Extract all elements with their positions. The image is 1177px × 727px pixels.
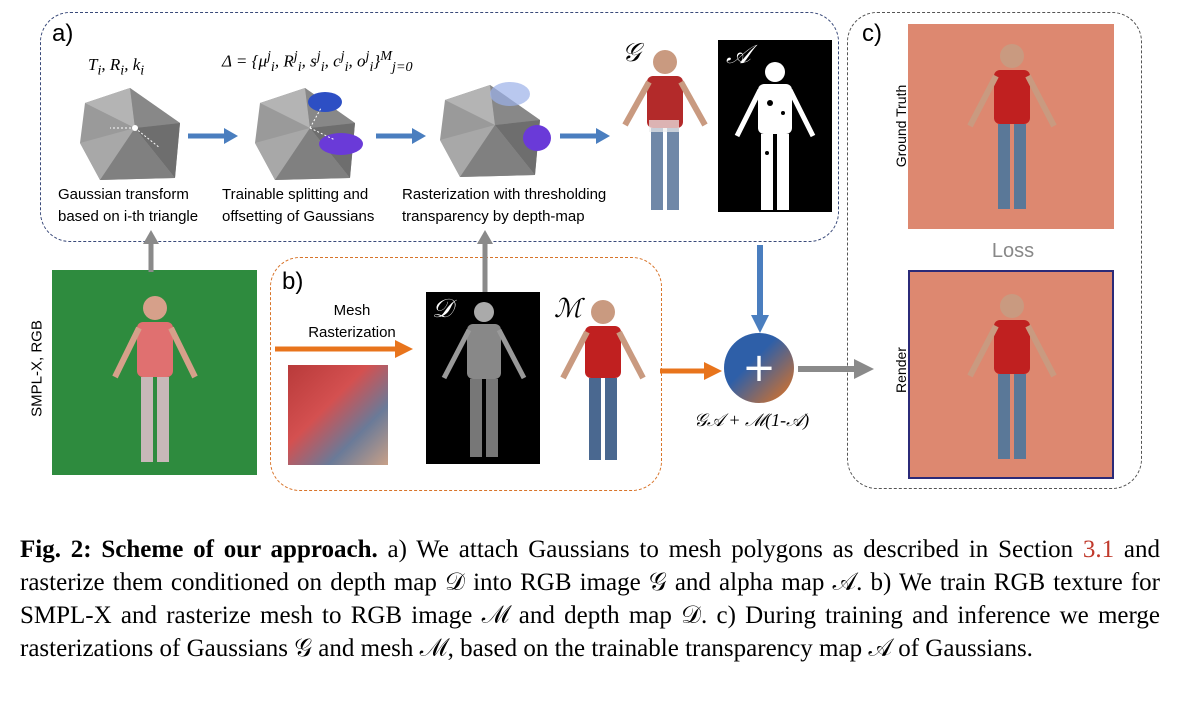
a-symbol: 𝒜 [726,40,751,69]
formula-delta: Δ = {μji, Rji, sji, cji, oji}Mj=0 [222,48,413,76]
arrow-step3-g [560,128,610,144]
texture-map-image [288,365,388,465]
mesh-triangle-illustration [80,88,180,180]
arrow-input-to-a [143,230,159,272]
mesh-render-image [560,300,646,460]
caption-title: Scheme of our approach. [101,536,378,563]
input-person [112,296,198,462]
panel-c-box [847,12,1142,489]
arrow-m-to-merge [660,362,722,380]
arrow-alpha-to-merge [751,245,769,333]
panel-a-label: a) [52,20,74,47]
loss-label: Loss [991,240,1035,262]
caption-text-2: and rasterize them conditioned on depth … [20,536,1160,662]
depth-silhouette [441,302,527,457]
render-label: Render [893,347,909,393]
formula-transform: Ti, Ri, ki [88,55,145,79]
render-person [967,294,1057,459]
g-symbol: 𝒢 [622,38,641,67]
panel-c-label: c) [862,20,882,47]
caption-section-link[interactable]: 3.1 [1082,536,1115,563]
merge-node [724,333,794,403]
arrow-depth-to-a [477,230,493,292]
alpha-map-silhouette [734,62,816,210]
mesh-rasterization-label: Mesh Rasterization [308,302,396,341]
d-symbol: 𝒟 [432,294,453,323]
arrow-merge-to-render [798,359,874,379]
figure-caption: Fig. 2: Scheme of our approach. a) We at… [20,533,1160,665]
rasterization-illustration [440,82,551,177]
panel-a-box [40,12,839,242]
step3-caption: Rasterization with thresholding transpar… [402,186,607,225]
ground-truth-label: Ground Truth [893,84,909,168]
input-label: SMPL-X, RGB [28,320,46,417]
merge-plus-icon: + [742,345,776,391]
panel-b-box [270,257,662,491]
caption-figure-number: Fig. 2: [20,536,92,563]
merge-formula: 𝒢𝒜 + ℳ(1-𝒜) [694,410,810,430]
ground-truth-person [967,44,1057,209]
step2-caption: Trainable splitting and offsetting of Ga… [222,186,375,225]
panel-b-label: b) [282,268,304,295]
m-symbol: ℳ [554,294,582,323]
caption-text-1: a) We attach Gaussians to mesh polygons … [377,536,1083,563]
gaussian-render-image [622,50,708,210]
step1-caption: Gaussian transform based on i-th triangl… [58,186,199,225]
arrow-step2-step3 [376,128,426,144]
arrow-mesh-rasterization [275,340,413,358]
arrow-step1-step2 [188,128,238,144]
gaussian-split-illustration [255,88,363,180]
